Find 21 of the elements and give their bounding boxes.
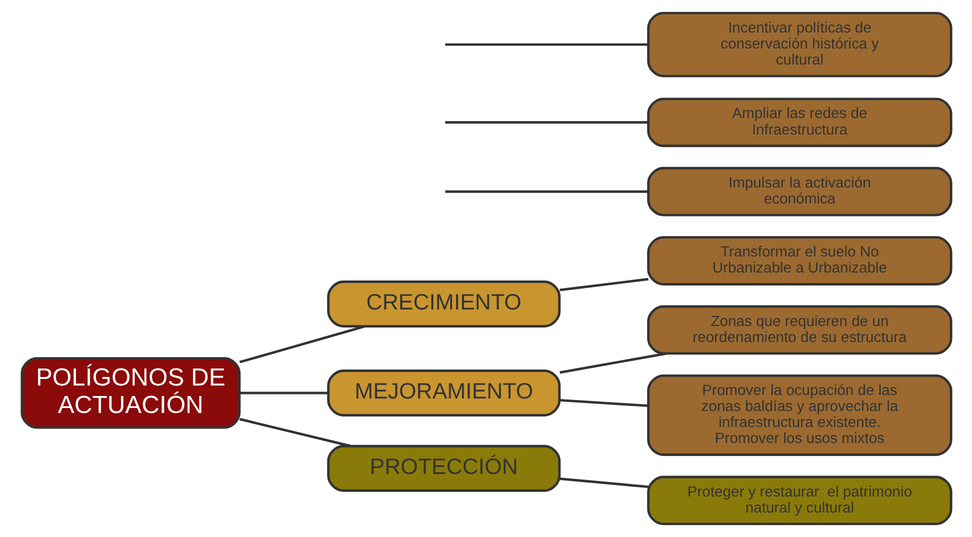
node-box: Promover la ocupación de las zonas baldías y aprovechar la infraestructura existente. Promover los usos mixtos: [646, 374, 952, 456]
node-box: Zonas que requieren de un reordenamiento de su estructura: [646, 305, 952, 355]
connector: [559, 278, 648, 292]
connector: [238, 418, 350, 448]
node-box: Ampliar las redes de Infraestructura: [646, 98, 952, 148]
node-box: Incentivar políticas de conservación histórica y cultural: [646, 12, 952, 78]
connector: [444, 43, 648, 46]
connector: [559, 352, 666, 374]
connector: [239, 392, 328, 394]
connector: [444, 121, 648, 124]
node-box: MEJORAMIENTO: [326, 370, 560, 416]
node-box: Transformar el suelo No Urbanizable a Urbanizable: [646, 236, 952, 286]
node-box: PROTECCIÓN: [326, 444, 560, 492]
node-box: Proteger y restaurar el patrimonio natural y cultural: [646, 476, 952, 526]
connector: [559, 398, 648, 407]
connector: [238, 325, 365, 364]
node-box: Impulsar la activación económica: [646, 166, 952, 216]
node-box: POLÍGONOS DE ACTUACIÓN: [20, 357, 240, 429]
connector: [444, 190, 648, 193]
node-box: CRECIMIENTO: [326, 280, 560, 328]
connector: [559, 478, 648, 488]
